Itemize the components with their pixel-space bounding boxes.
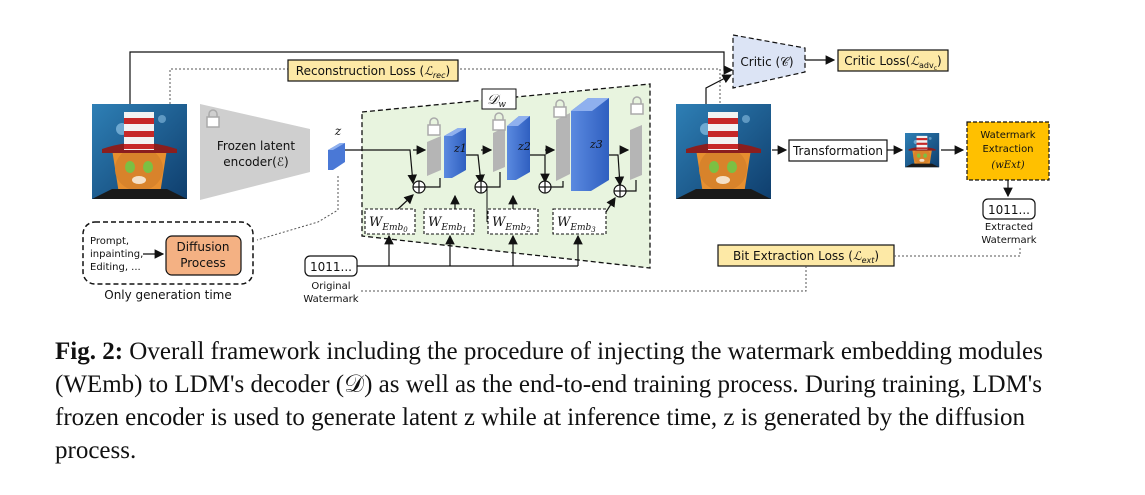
z3-label: z3 xyxy=(589,138,603,151)
critic-label: Critic (𝒞) xyxy=(740,55,793,69)
add-node xyxy=(538,180,552,194)
input-image xyxy=(92,104,187,199)
framework-diagram: Frozen latent encoder(ℰ) z 𝒟w z1 z2 z3 xyxy=(82,34,1050,305)
wemb3-block: WEmb3 xyxy=(552,208,607,235)
original-watermark-label-2: Watermark xyxy=(303,294,358,305)
output-image xyxy=(676,104,771,199)
original-watermark-label-1: Original xyxy=(311,281,350,292)
critic xyxy=(732,34,806,89)
reconstruction-loss: Reconstruction Loss (ℒrec) xyxy=(296,64,450,80)
frozen-encoder-label-2: encoder(ℰ) xyxy=(223,155,289,169)
watermark-extraction-2: Extraction xyxy=(982,144,1033,155)
framework-figure: Frozen latent encoder(ℰ) z 𝒟w z1 z2 z3 xyxy=(82,34,1050,305)
z1-block xyxy=(444,128,466,178)
generation-note: Only generation time xyxy=(104,288,232,302)
original-watermark-bits: 1011... xyxy=(310,260,352,274)
figure-caption: Fig. 2: Overall framework including the … xyxy=(55,335,1095,467)
caption-text: Overall framework including the procedur… xyxy=(55,338,1043,464)
add-node xyxy=(474,180,488,194)
z2-block xyxy=(507,116,530,180)
latent-z-label: z xyxy=(334,124,342,138)
wemb2-block: WEmb2 xyxy=(487,208,539,235)
prompt-line-1: Prompt, xyxy=(90,236,129,247)
extracted-watermark-label-1: Extracted xyxy=(985,222,1033,233)
add-node xyxy=(613,184,627,198)
svg-text:WEmb2: WEmb2 xyxy=(492,215,531,234)
wemb1-block: WEmb1 xyxy=(423,208,475,235)
diffusion-process-2: Process xyxy=(180,256,226,270)
frozen-encoder xyxy=(200,104,310,200)
decoder-label: 𝒟w xyxy=(487,92,506,110)
caption-label: Fig. 2: xyxy=(55,338,124,365)
bit-extraction-loss: Bit Extraction Loss (ℒext) xyxy=(733,249,879,265)
transformed-image xyxy=(905,133,940,168)
watermark-extraction-var: (wExt) xyxy=(991,160,1024,171)
latent-z xyxy=(328,143,345,170)
prompt-line-3: Editing, ... xyxy=(90,262,141,273)
svg-text:WEmb1: WEmb1 xyxy=(428,215,467,234)
critic-loss: Critic Loss(ℒadvc) xyxy=(844,54,941,72)
wemb0-block: WEmb0 xyxy=(364,208,416,235)
prompt-line-2: inpainting, xyxy=(90,249,143,260)
frozen-encoder-label-1: Frozen latent xyxy=(217,139,296,153)
svg-text:WEmb0: WEmb0 xyxy=(369,215,408,234)
extracted-watermark-bits: 1011... xyxy=(988,203,1030,217)
z2-label: z2 xyxy=(517,140,531,153)
transformation-label: Transformation xyxy=(792,144,883,158)
watermark-extraction-1: Watermark xyxy=(980,130,1035,141)
svg-text:WEmb3: WEmb3 xyxy=(557,215,596,234)
diffusion-process-1: Diffusion xyxy=(177,240,230,254)
z1-label: z1 xyxy=(453,142,467,155)
z3-block xyxy=(571,98,609,191)
add-node xyxy=(412,180,426,194)
extracted-watermark-label-2: Watermark xyxy=(981,235,1036,246)
